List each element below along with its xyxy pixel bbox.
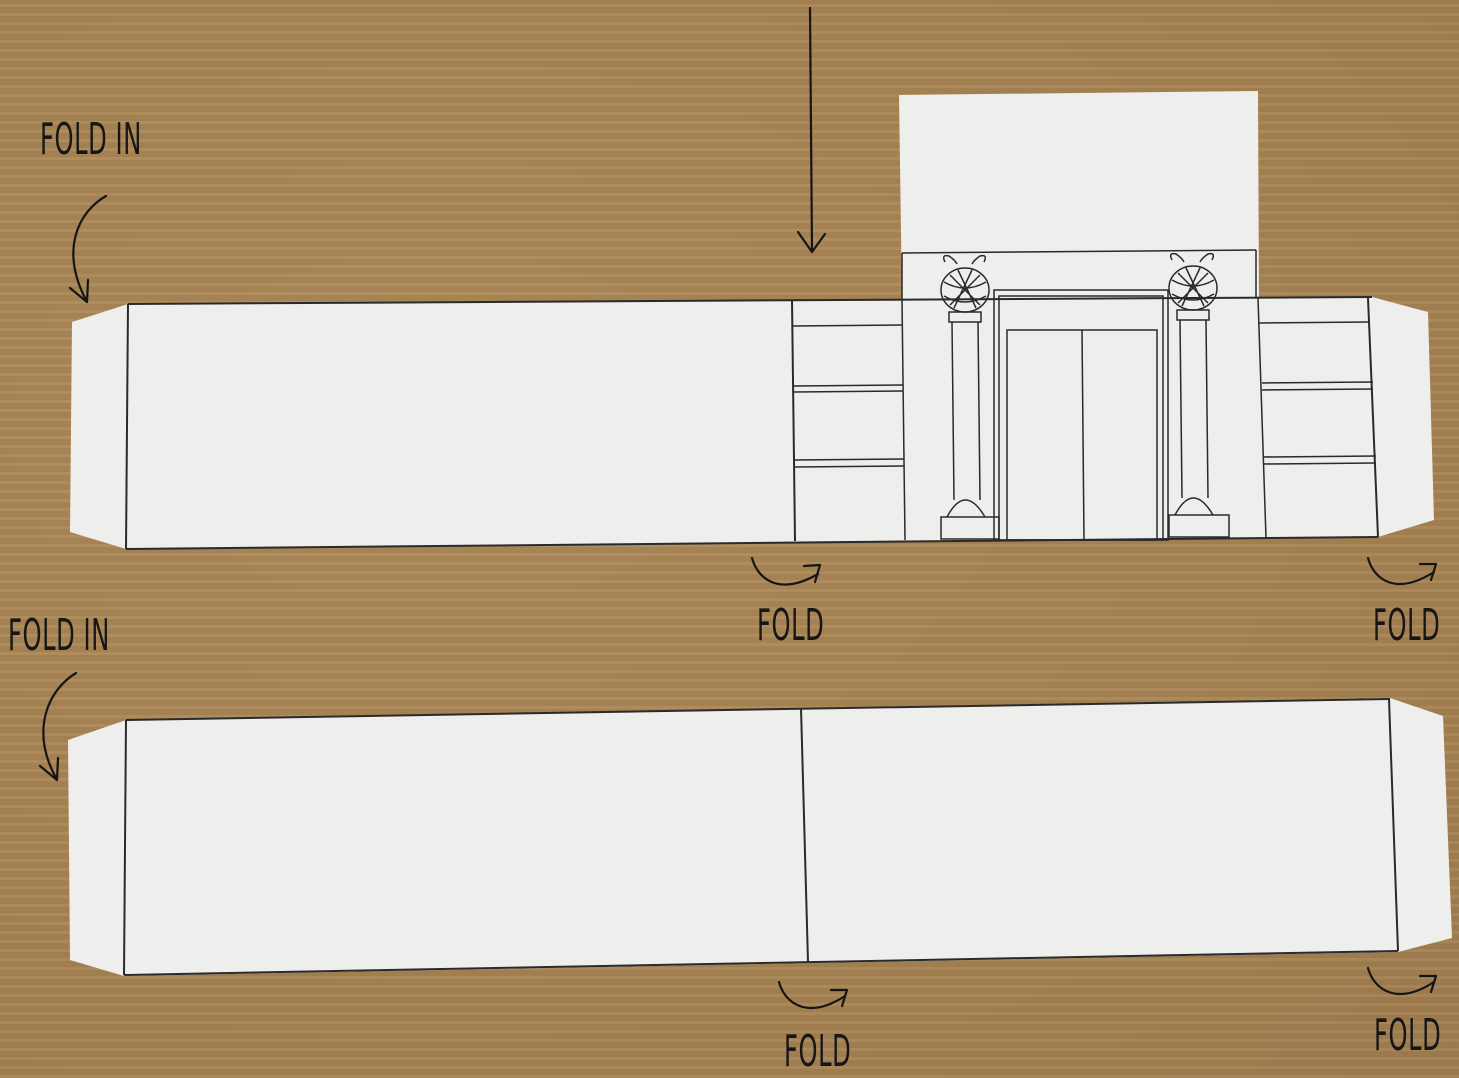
left-pillar [940,254,1000,540]
curved-arrow-icon-bottom-left [38,671,78,782]
top-paper-strip [70,91,1434,550]
bottom-strip-body [68,698,1452,976]
fold-line-top-right [1367,297,1379,538]
fold-line-bottom-middle [800,707,809,963]
curved-arrow-icon-bottom-right [1366,966,1438,995]
right-wall-bands [1257,297,1377,539]
fold-label-bottom-right: FOLD [1374,1010,1442,1061]
right-pillar [1168,252,1230,538]
fold-label-top-middle: FOLD [757,600,825,651]
fold-in-label-top: FOLD IN [40,114,142,165]
arrow-down-icon [796,6,827,254]
curved-arrow-icon-top-middle [750,556,822,586]
left-wall-bands [792,299,906,541]
fold-in-label-bottom: FOLD IN [8,610,110,661]
temple-doorway [993,289,1169,541]
curved-arrow-icon-bottom-middle [777,980,849,1009]
curved-arrow-icon-top-right [1366,556,1438,585]
fold-in-line-bottom [123,719,127,976]
bottom-paper-strip [68,698,1452,976]
fold-line-top-middle [791,299,796,542]
roof-tab [899,91,1259,300]
top-strip-body [70,297,1434,549]
curved-arrow-icon-top-left [68,194,108,304]
fold-label-top-right: FOLD [1373,600,1441,651]
fold-label-bottom-middle: FOLD [784,1026,852,1077]
fold-in-line-top [125,303,129,550]
fold-line-bottom-right [1388,698,1399,952]
